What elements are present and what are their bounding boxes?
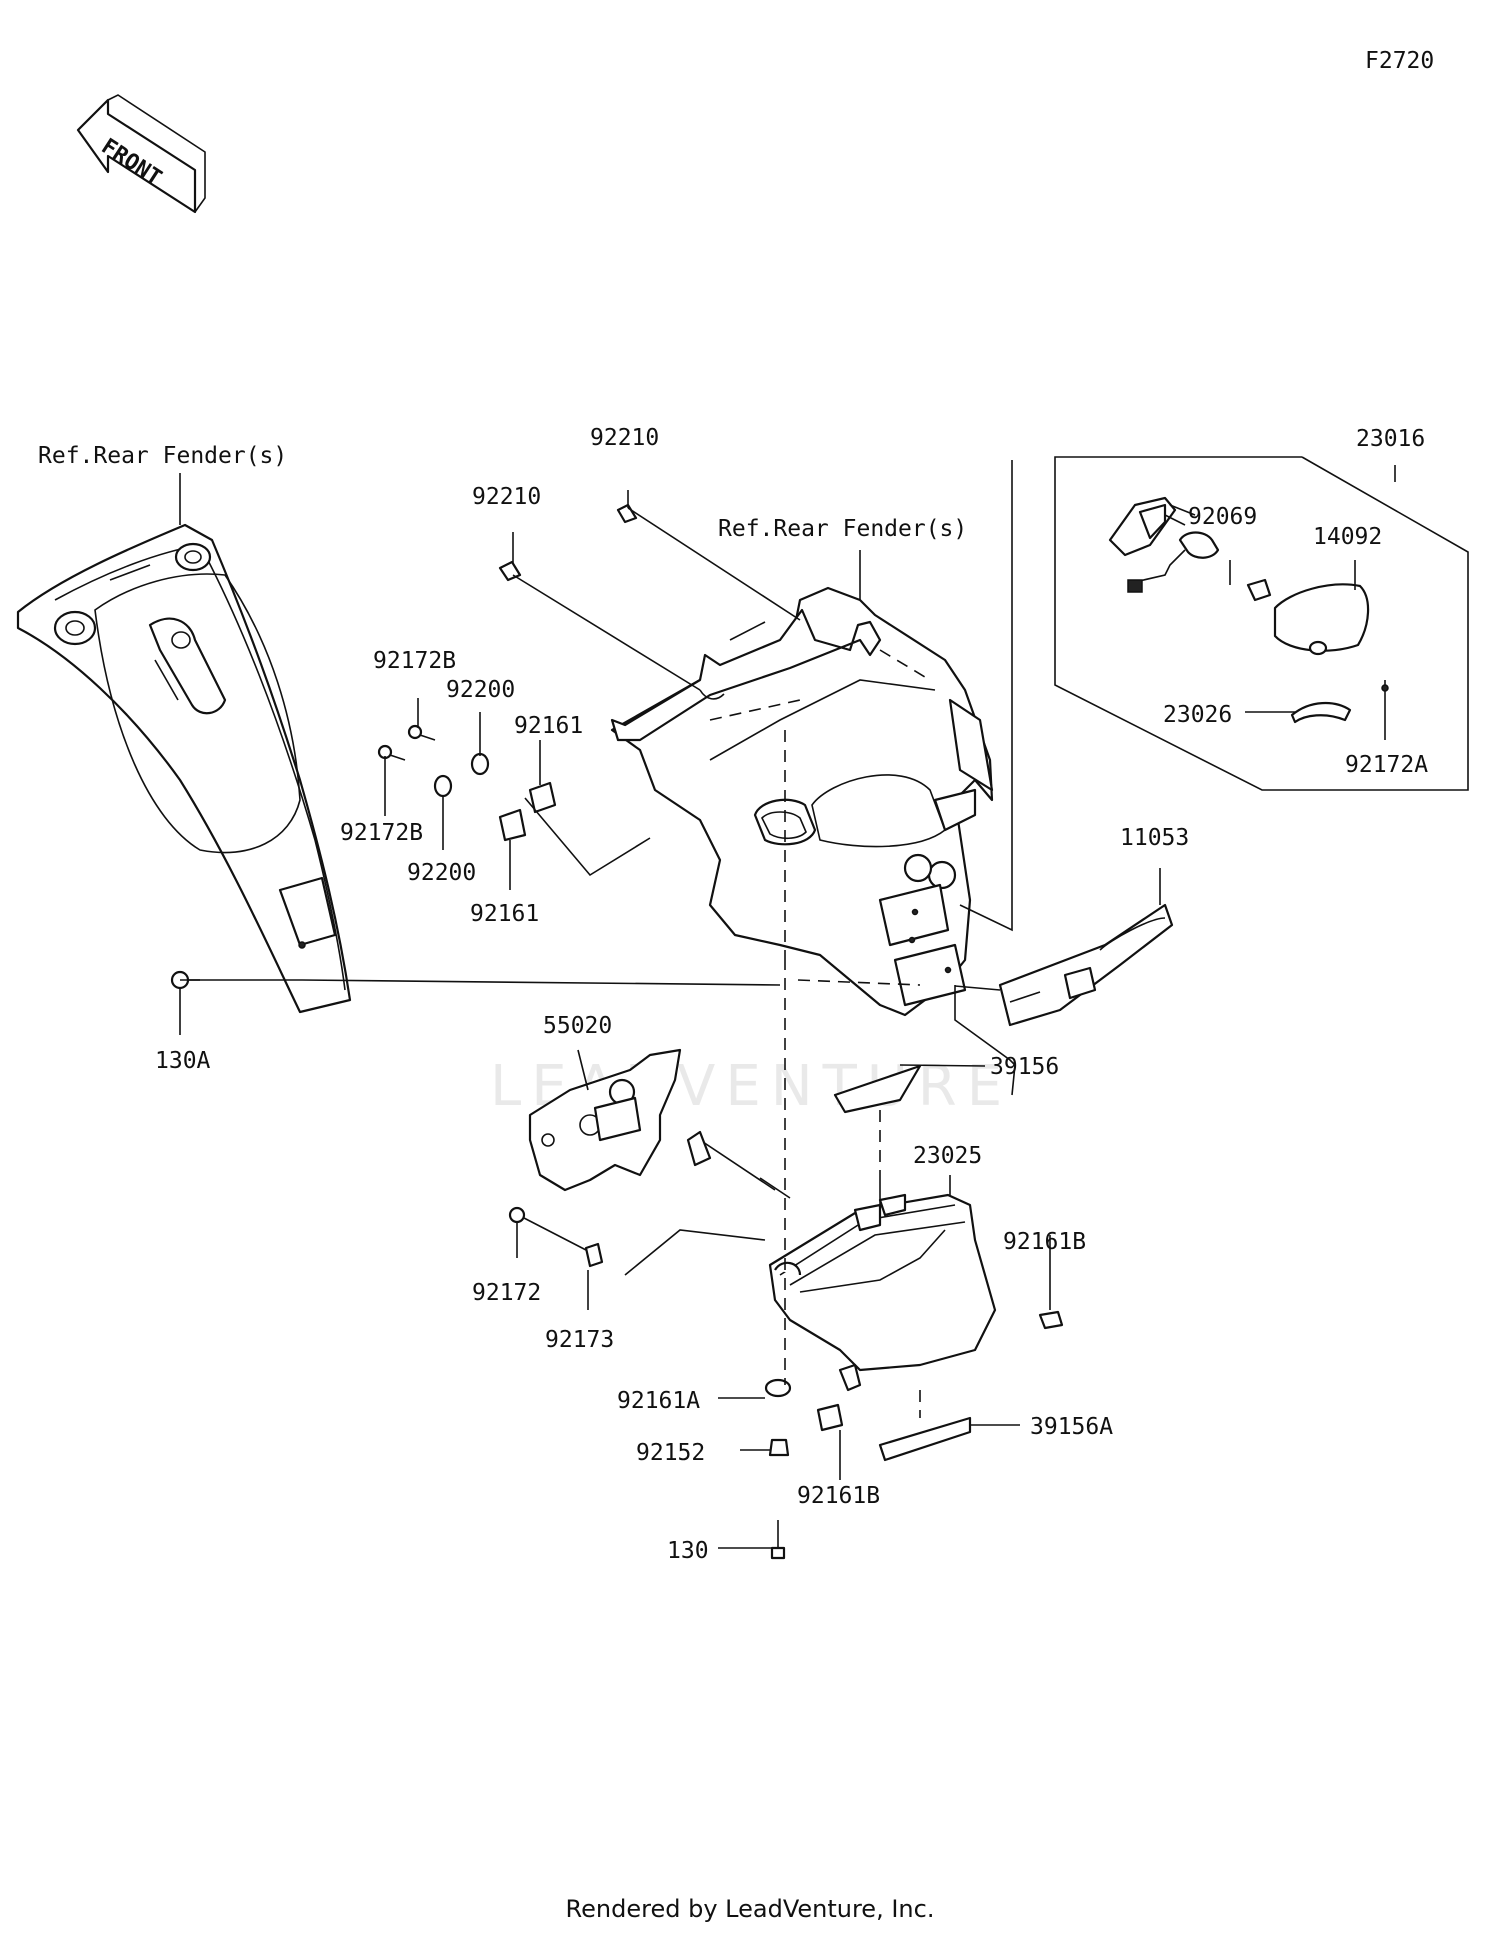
turn-signal-assembly bbox=[1108, 496, 1389, 724]
label-92069: 92069 bbox=[1188, 504, 1257, 530]
label-92161-b: 92161 bbox=[470, 901, 539, 927]
label-39156: 39156 bbox=[990, 1054, 1059, 1080]
label-23026: 23026 bbox=[1163, 702, 1232, 728]
label-92152: 92152 bbox=[636, 1440, 705, 1466]
turn-signal-assembly-box bbox=[1054, 456, 1469, 791]
diagram-code: F2720 bbox=[1365, 48, 1434, 74]
label-92172B-b: 92172B bbox=[340, 820, 423, 846]
label-92161B-a: 92161B bbox=[1003, 1229, 1086, 1255]
label-92161-a: 92161 bbox=[514, 713, 583, 739]
label-11053: 11053 bbox=[1120, 825, 1189, 851]
reflector-39156A bbox=[878, 1416, 972, 1462]
label-92210-a: 92210 bbox=[590, 425, 659, 451]
reflector-39156 bbox=[833, 1064, 922, 1114]
label-ref-rear-fender-center: Ref.Rear Fender(s) bbox=[718, 516, 967, 542]
label-92173: 92173 bbox=[545, 1327, 614, 1353]
label-92172B-a: 92172B bbox=[373, 648, 456, 674]
label-23025: 23025 bbox=[913, 1143, 982, 1169]
license-bracket bbox=[998, 903, 1174, 1027]
footer-credit: Rendered by LeadVenture, Inc. bbox=[565, 1895, 935, 1923]
label-92200-a: 92200 bbox=[446, 677, 515, 703]
label-23016: 23016 bbox=[1356, 426, 1425, 452]
leader-lines bbox=[179, 460, 1396, 1549]
part-labels: Ref.Rear Fender(s) Ref.Rear Fender(s) 92… bbox=[38, 425, 1428, 1564]
label-130: 130 bbox=[667, 1538, 709, 1564]
front-arrow-icon: FRONT bbox=[76, 94, 206, 214]
rear-fender-housing bbox=[610, 586, 994, 1017]
dashed-assembly-lines bbox=[709, 649, 931, 1418]
clip-92210-b bbox=[616, 503, 638, 524]
label-92172A: 92172A bbox=[1345, 752, 1428, 778]
label-14092: 14092 bbox=[1313, 524, 1382, 550]
label-130A: 130A bbox=[155, 1048, 211, 1074]
label-92210-b: 92210 bbox=[472, 484, 541, 510]
tail-light bbox=[686, 1130, 997, 1392]
mount-bracket bbox=[528, 1048, 682, 1192]
label-55020: 55020 bbox=[543, 1013, 612, 1039]
fasteners bbox=[170, 503, 1064, 1560]
label-92161B-b: 92161B bbox=[797, 1483, 880, 1509]
label-ref-rear-fender-left: Ref.Rear Fender(s) bbox=[38, 443, 287, 469]
rear-fender-inner-panel bbox=[16, 523, 352, 1014]
label-92161A: 92161A bbox=[617, 1388, 700, 1414]
label-92200-b: 92200 bbox=[407, 860, 476, 886]
label-39156A: 39156A bbox=[1030, 1414, 1113, 1440]
label-92172: 92172 bbox=[472, 1280, 541, 1306]
